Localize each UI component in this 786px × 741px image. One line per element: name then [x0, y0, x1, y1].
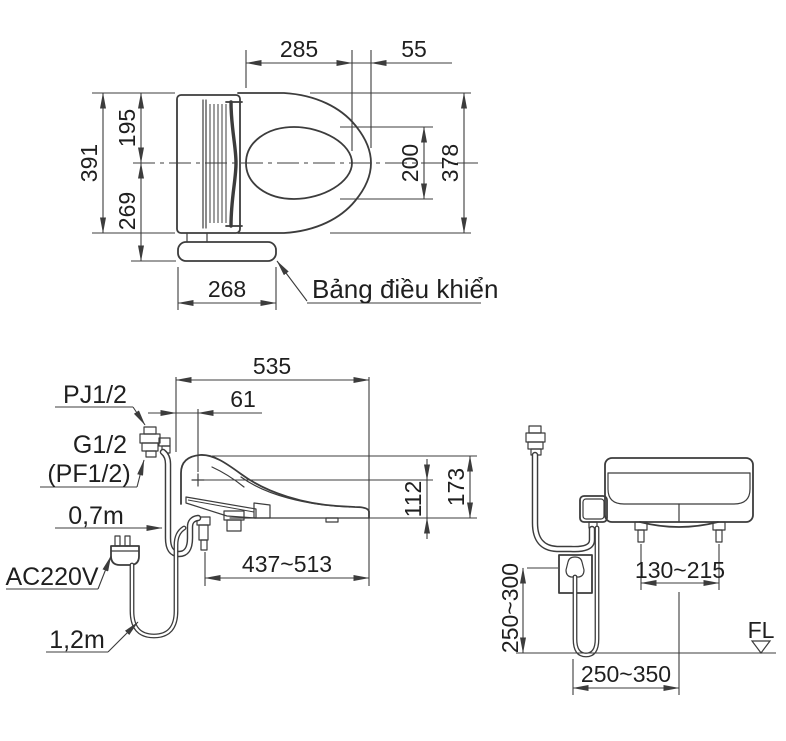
power-plug: [110, 535, 140, 566]
dim-61: 61: [230, 386, 256, 412]
power-cord-rear: [572, 525, 600, 658]
control-panel-label: Bảng điều khiển: [312, 274, 498, 304]
side-view: 535 61 PJ1/2 G1/2 (PF1/2) 0,7m AC220V 1,…: [5, 353, 477, 654]
lid-hinge-edge: [229, 100, 238, 228]
rear-view-dimensions: [516, 544, 776, 695]
mounting-bolts: [634, 521, 726, 543]
floor-label: FL: [748, 617, 775, 643]
lid-outline: [237, 92, 372, 234]
dim-268: 268: [208, 276, 246, 302]
power-leader: [97, 555, 112, 590]
label-g12: G1/2: [73, 431, 127, 459]
dim-285: 285: [280, 36, 318, 62]
dim-55: 55: [401, 36, 427, 62]
under-fittings: [196, 510, 339, 551]
pf-leader: [136, 459, 145, 488]
dim-535: 535: [253, 353, 291, 379]
side-view-dimensions: [6, 377, 477, 653]
water-fitting: [525, 425, 546, 456]
control-panel-outline: [177, 241, 277, 262]
cord-leader: [107, 621, 139, 653]
side-view-texts: 535 61 PJ1/2 G1/2 (PF1/2) 0,7m AC220V 1,…: [5, 353, 469, 654]
label-pf12: (PF1/2): [47, 460, 130, 488]
dim-250-300: 250~300: [497, 563, 523, 653]
function-unit-outline: [176, 94, 241, 234]
hinge-stripes: [209, 104, 227, 223]
rear-view: 130~215 250~300 250~350 FL: [497, 425, 776, 695]
rear-view-texts: 130~215 250~300 250~350 FL: [497, 557, 775, 687]
seat-opening-outline: [245, 126, 353, 200]
control-panel-leader: [276, 260, 308, 302]
dim-269: 269: [114, 192, 140, 230]
supply-hose-rear: [531, 451, 596, 553]
top-view-texts: 285 55 391 195 269 200 378 268 Bảng điều…: [76, 36, 498, 304]
seat-profile: [180, 454, 370, 519]
label-power: AC220V: [5, 563, 98, 591]
dim-391: 391: [76, 144, 102, 182]
supply-hose: [159, 448, 202, 558]
plug-glyph: [565, 556, 585, 578]
dim-200: 200: [397, 144, 423, 182]
dim-195: 195: [114, 109, 140, 147]
top-view: 285 55 391 195 269 200 378 268 Bảng điều…: [76, 36, 498, 310]
dim-378: 378: [437, 144, 463, 182]
floor-level-symbol: [750, 640, 772, 654]
top-view-dimensions: [92, 50, 481, 310]
side-view-body: [110, 426, 370, 639]
pj-leader: [132, 406, 146, 426]
dim-437-513: 437~513: [242, 551, 332, 577]
top-view-body: [133, 92, 478, 262]
dim-130-215: 130~215: [635, 557, 725, 583]
dim-250-350: 250~350: [581, 661, 671, 687]
label-cord-length: 1,2m: [49, 626, 105, 654]
dim-112: 112: [400, 481, 426, 518]
inlet-box: [579, 495, 608, 529]
power-cord: [129, 525, 187, 639]
label-pj12: PJ1/2: [63, 381, 127, 409]
label-hose-length: 0,7m: [68, 502, 124, 530]
rear-view-body: [525, 425, 754, 658]
dim-173: 173: [443, 468, 469, 506]
base-plate: [185, 496, 257, 519]
